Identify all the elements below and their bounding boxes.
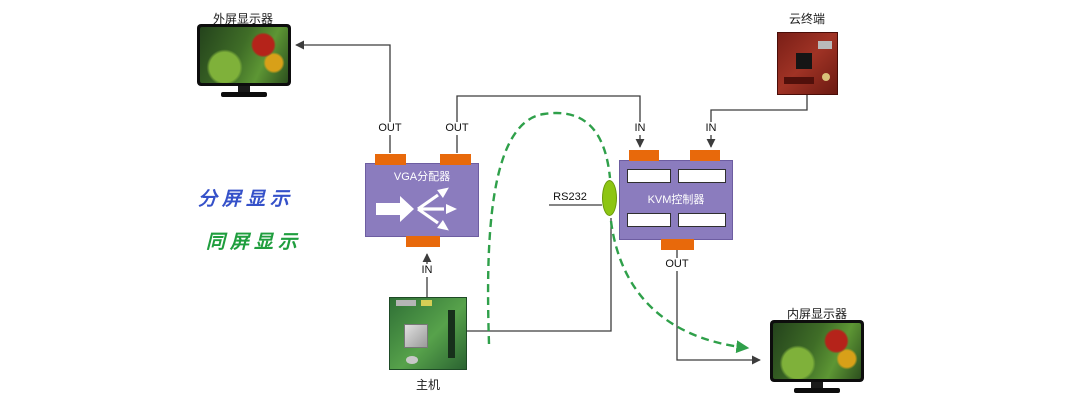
ram-component bbox=[818, 41, 832, 49]
cloud-terminal-board bbox=[777, 32, 838, 95]
battery-component bbox=[406, 356, 418, 364]
split-display-legend: 分屏显示 bbox=[198, 189, 295, 210]
monitor-stand-base bbox=[794, 388, 840, 393]
same-screen-dashed-path-1 bbox=[486, 111, 612, 345]
rs232-port-label: RS232 bbox=[548, 191, 592, 204]
kvm-in-right-port-label: IN bbox=[694, 122, 728, 135]
monitor-stand-neck bbox=[238, 86, 250, 92]
monitor-screen bbox=[773, 323, 861, 379]
internal-monitor bbox=[770, 320, 864, 393]
host-board bbox=[389, 297, 467, 370]
monitor-stand-neck bbox=[811, 382, 823, 388]
same-screen-dashed-path-2 bbox=[609, 220, 750, 354]
split-arrows-icon bbox=[376, 187, 457, 231]
vga-out-right-connector bbox=[440, 154, 471, 165]
rs232-connector bbox=[602, 180, 617, 216]
monitor-frame bbox=[197, 24, 291, 86]
wire-cloud-terminal-to-kvm-in bbox=[706, 95, 808, 148]
kvm-controller-box: KVM控制器 bbox=[619, 160, 733, 240]
wire-kvm-out-to-internal-monitor bbox=[676, 250, 761, 365]
capacitor-component bbox=[822, 73, 830, 81]
host-label: 主机 bbox=[415, 378, 440, 392]
chip-component bbox=[796, 53, 812, 69]
slot-component bbox=[784, 77, 814, 84]
kvm-controller-label: KVM控制器 bbox=[647, 194, 705, 206]
kvm-slot bbox=[627, 169, 671, 183]
kvm-in-left-connector bbox=[629, 150, 659, 161]
port-component bbox=[396, 300, 416, 306]
external-monitor-label: 外屏显示器 bbox=[212, 12, 273, 26]
external-monitor bbox=[197, 24, 291, 97]
kvm-slot bbox=[627, 213, 671, 227]
cloud-terminal-label: 云终端 bbox=[788, 12, 825, 26]
internal-monitor-label: 内屏显示器 bbox=[786, 307, 847, 321]
slot-component bbox=[448, 310, 455, 358]
vga-in-port-label: IN bbox=[410, 264, 444, 277]
monitor-screen bbox=[200, 27, 288, 83]
kvm-in-left-port-label: IN bbox=[623, 122, 657, 135]
wire-vga-out-to-external-monitor bbox=[295, 40, 391, 153]
vga-out-left-port-label: OUT bbox=[373, 122, 407, 135]
same-display-legend: 同屏显示 bbox=[206, 232, 303, 253]
vga-out-right-port-label: OUT bbox=[440, 122, 474, 135]
wire-vga-out-to-kvm-in bbox=[456, 95, 645, 153]
kvm-slot bbox=[678, 213, 726, 227]
wire-host-to-rs232 bbox=[467, 218, 612, 332]
port-component bbox=[421, 300, 432, 306]
monitor-stand-base bbox=[221, 92, 267, 97]
kvm-slot bbox=[678, 169, 726, 183]
vga-in-connector bbox=[406, 236, 440, 247]
monitor-frame bbox=[770, 320, 864, 382]
kvm-in-right-connector bbox=[690, 150, 720, 161]
vga-splitter-box: VGA分配器 bbox=[365, 163, 479, 237]
kvm-out-connector bbox=[661, 239, 694, 250]
vga-out-left-connector bbox=[375, 154, 406, 165]
vga-splitter-label: VGA分配器 bbox=[393, 171, 451, 183]
kvm-out-port-label: OUT bbox=[660, 258, 694, 271]
cpu-component bbox=[404, 324, 428, 348]
